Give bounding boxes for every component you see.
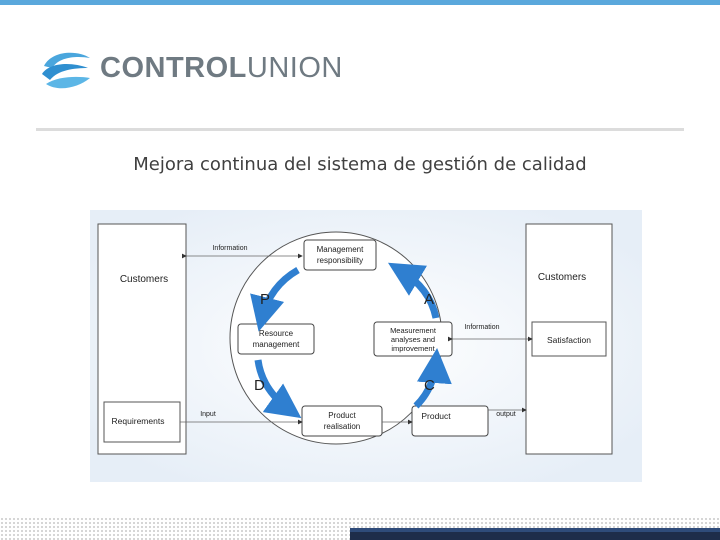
input-label: Input xyxy=(200,411,216,418)
slide-title: Mejora continua del sistema de gestión d… xyxy=(133,154,587,175)
product-label: Product xyxy=(421,411,451,421)
right-customers-label: Customers xyxy=(538,272,586,283)
measurement-line-1: Measurement xyxy=(390,326,437,335)
pdca-letter-d: D xyxy=(254,377,265,394)
plan-arrow xyxy=(250,266,300,332)
wave-swirl-icon xyxy=(42,52,90,89)
pdca-letter-c: C xyxy=(424,377,435,394)
requirements-box xyxy=(103,401,181,443)
logo-word-light: UNION xyxy=(246,52,343,84)
measurement-line-2: analyses and xyxy=(391,335,435,344)
information-right-label: Information xyxy=(464,324,499,331)
do-arrow xyxy=(254,359,302,419)
top-accent-bar xyxy=(0,0,720,5)
management-line-1: Management xyxy=(317,245,364,254)
header-divider xyxy=(36,128,684,131)
pdca-letter-p: P xyxy=(260,291,270,308)
act-arrow xyxy=(387,262,440,319)
satisfaction-box xyxy=(531,321,607,357)
management-node xyxy=(303,239,377,271)
logo-word-bold: CONTROL xyxy=(100,52,247,84)
realisation-line-2: realisation xyxy=(324,422,360,431)
pdca-letter-a: A xyxy=(424,291,434,308)
measurement-line-3: improvement xyxy=(391,344,435,353)
management-line-2: responsibility xyxy=(317,256,363,265)
footer-bar-highlight xyxy=(350,528,720,532)
realisation-line-1: Product xyxy=(328,411,356,420)
resource-line-2: management xyxy=(253,340,300,349)
left-customers-label: Customers xyxy=(120,274,168,285)
output-label: output xyxy=(496,411,516,418)
satisfaction-label: Satisfaction xyxy=(547,335,591,345)
control-union-logo: CONTROLUNION xyxy=(38,48,342,96)
resource-line-1: Resource xyxy=(259,329,294,338)
qms-process-diagram: Customers Requirements Customers Satisfa… xyxy=(90,210,642,482)
information-top-label: Information xyxy=(212,245,247,252)
requirements-label: Requirements xyxy=(112,416,165,426)
check-arrow xyxy=(413,348,452,409)
